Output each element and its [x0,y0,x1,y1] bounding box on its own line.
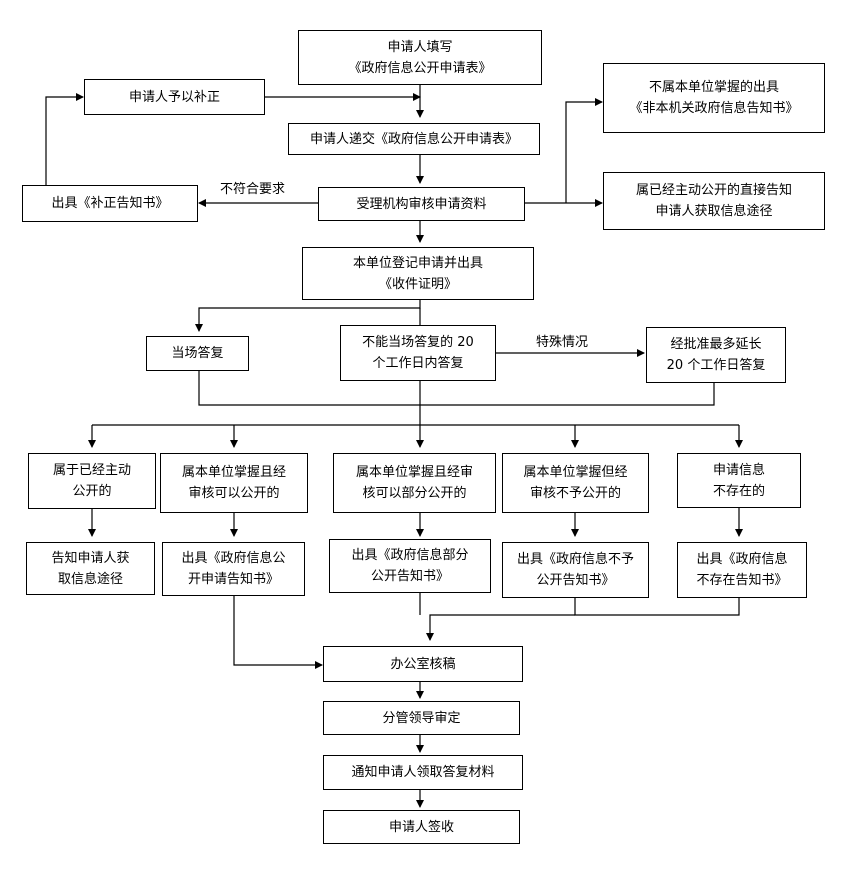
arrow-register-to-split [195,300,421,332]
node-text-line: 《非本机关政府信息告知书》 [629,101,799,116]
node-text-line: 出具《政府信息部分 [351,548,469,563]
node-text-line: 《政府信息公开申请表》 [348,60,492,76]
connector-right-results [574,598,740,616]
node-text-line: 不存在告知书》 [696,573,788,588]
node-extend-20-days: 经批准最多延长 20 个工作日答复 [646,327,786,383]
node-supplement: 申请人予以补正 [84,79,265,115]
node-text-line: 经批准最多延长 [670,337,762,352]
node-cat-already-public: 属于已经主动公开的 [28,453,156,509]
node-text-line: 公开告知书》 [536,573,615,588]
node-issue-correction: 出具《补正告知书》 [22,185,198,222]
node-notify-pickup: 通知申请人领取答复材料 [323,755,523,790]
node-result-inform-channel: 告知申请人获取信息途径 [26,542,155,595]
node-cat-full-public: 属本单位掌握且经审核可以公开的 [160,453,308,513]
node-text-line: 属本单位掌握且经 [181,465,286,480]
node-applicant-sign: 申请人签收 [323,810,520,844]
node-register: 本单位登记申请并出具《收件证明》 [302,247,534,300]
node-not-our-unit: 不属本单位掌握的出具《非本机关政府信息告知书》 [603,63,825,133]
edge-label-special-case: 特殊情况 [536,335,589,350]
node-cat-not-exist: 申请信息不存在的 [677,453,801,508]
node-text-line: 属于已经主动 [52,463,131,478]
arrow-correction-to-supplement [45,93,84,185]
node-result-full-notice: 出具《政府信息公开申请告知书》 [162,542,305,596]
connector-reply-merge [198,371,715,406]
node-office-review: 办公室核稿 [323,646,523,682]
node-text-line: 出具《政府信息公 [181,551,286,566]
node-text-line: 公开的 [72,484,112,499]
node-fill-form: 申请人填写《政府信息公开申请表》 [298,30,542,85]
node-text-line: 告知申请人获 [51,550,130,566]
node-text-line: 本单位登记申请并出具 [352,255,483,271]
edge-label-not-compliant: 不符合要求 [220,182,286,197]
node-reply-20-days: 不能当场答复的 20 个工作日内答复 [340,325,496,381]
node-text-line: 20 个工作日答复 [666,358,766,373]
node-text-line: 不属本单位掌握的出具 [648,80,779,95]
arrow-full-result-to-office [233,596,323,669]
arrow-review-to-not-our-unit [565,98,603,203]
node-text-line: 属已经主动公开的直接告知 [635,183,792,198]
node-text-line: 申请人递交《政府信息公开申请表》 [309,131,518,147]
node-text-line: 不能当场答复的 20 [362,335,474,350]
node-text-line: 申请人予以补正 [128,89,220,105]
node-text-line: 核可以部分公开的 [362,486,467,501]
node-text-line: 个工作日内答复 [372,356,464,371]
node-text-line: 审核可以公开的 [188,486,280,501]
node-text-line: 申请人获取信息途径 [655,204,773,219]
node-text-line: 受理机构审核申请资料 [356,196,487,212]
node-text-line: 属本单位掌握且经审 [355,465,473,480]
node-text-line: 审核不予公开的 [529,486,621,501]
node-text-line: 取信息途径 [57,571,123,587]
node-text-line: 通知申请人领取答复材料 [351,765,495,780]
arrow-results-to-office [426,614,575,641]
node-text-line: 申请人签收 [388,819,454,835]
node-review: 受理机构审核申请资料 [318,187,525,221]
node-cat-partial-public: 属本单位掌握且经审核可以部分公开的 [333,453,496,513]
node-text-line: 出具《补正告知书》 [51,196,169,211]
node-result-not-public-notice: 出具《政府信息不予公开告知书》 [502,542,649,598]
node-text-line: 申请人填写 [387,39,453,55]
node-text-line: 出具《政府信息不予 [516,552,634,567]
node-text-line: 申请信息 [712,462,765,478]
node-text-line: 当场答复 [171,346,224,361]
node-leader-approve: 分管领导审定 [323,701,520,735]
node-text-line: 属本单位掌握但经 [523,465,628,480]
node-cat-not-public: 属本单位掌握但经审核不予公开的 [502,453,649,513]
node-text-line: 公开告知书》 [370,569,449,584]
node-reply-on-spot: 当场答复 [146,336,249,371]
node-result-not-exist-notice: 出具《政府信息不存在告知书》 [677,542,807,598]
node-result-partial-notice: 出具《政府信息部分公开告知书》 [329,539,491,593]
node-text-line: 《收件证明》 [378,276,457,292]
node-text-line: 开申请告知书》 [187,572,279,587]
node-submit: 申请人递交《政府信息公开申请表》 [288,123,540,155]
node-already-public-notice: 属已经主动公开的直接告知申请人获取信息途径 [603,172,825,230]
node-text-line: 分管领导审定 [382,710,461,726]
node-text-line: 出具《政府信息 [696,552,788,567]
node-text-line: 办公室核稿 [390,656,456,672]
node-text-line: 不存在的 [712,483,765,499]
